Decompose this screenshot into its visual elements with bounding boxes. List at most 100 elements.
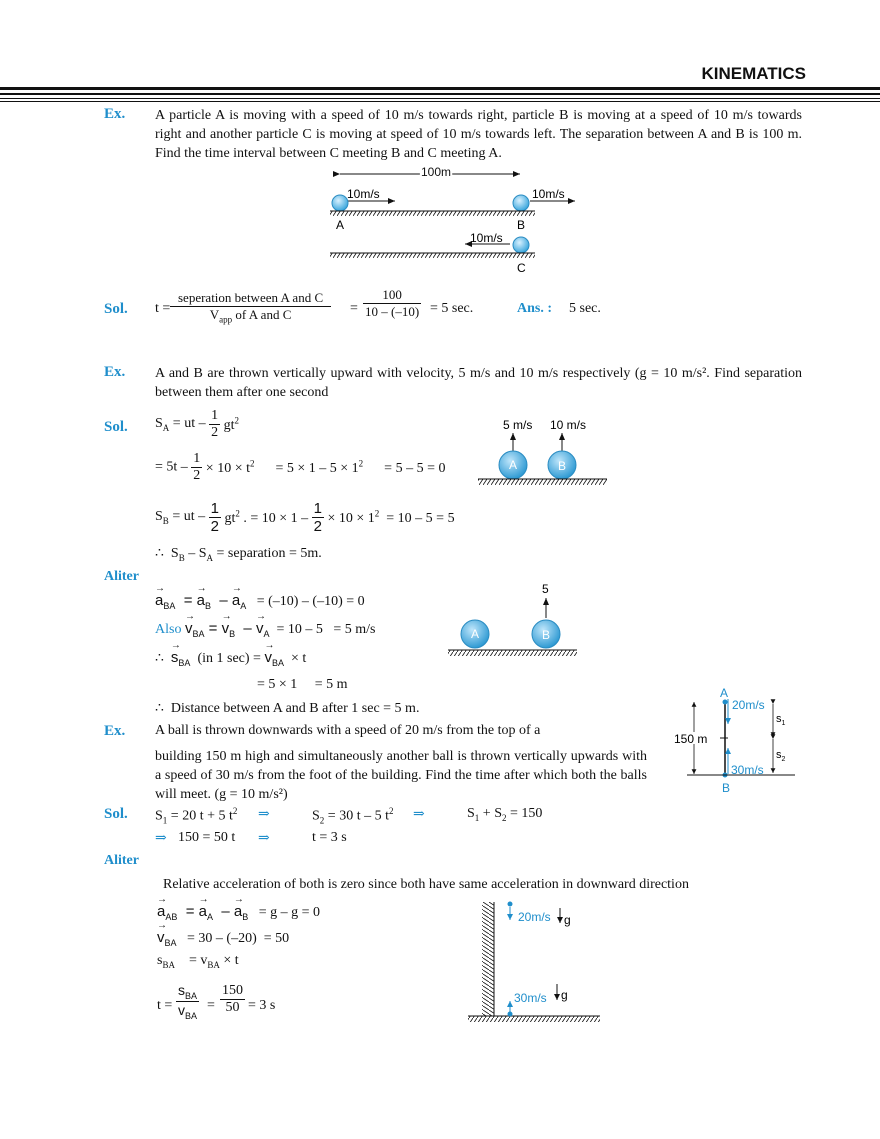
label-B: B (517, 218, 525, 232)
sol1-den-v: V (209, 307, 220, 322)
ex1-label: Ex. (104, 106, 126, 122)
sol2-l2b: × 10 × t2 = 5 × 1 – 5 × 12 = 5 – 5 = 0 (205, 458, 446, 476)
aliter1-l4: = 5 × 1 = 5 m (257, 677, 348, 692)
sol2-l3c: × 10 × 12 = 10 – 5 = 5 (327, 508, 455, 526)
half-num: 1 (209, 408, 221, 425)
s1-text: s (776, 713, 782, 725)
label-C: C (517, 261, 526, 275)
half-num: 1 (311, 500, 324, 518)
aliter2-res: = 3 s (248, 998, 276, 1013)
v-label: 5 (542, 582, 549, 596)
sol3-e5: t = 3 s (312, 830, 347, 845)
half-den: 2 (313, 518, 322, 535)
ex3-line1: A ball is thrown downwards with a speed … (155, 723, 541, 738)
ball-B (531, 619, 561, 649)
ball-A (460, 619, 490, 649)
vC-label: 10m/s (470, 231, 503, 245)
aliter1-line2: Also vBA = vB – vA = 10 – 5 = 5 m/s (155, 611, 376, 639)
label-B: B (542, 628, 550, 642)
sol1-den-rest: of A and C (232, 307, 292, 322)
sol1-den-sub: app (219, 314, 233, 325)
ex3-figure: A 20m/s 30m/s 150 m s1 s2 B (674, 686, 795, 795)
sol3-e4: 150 = 50 t (178, 830, 236, 845)
label-A: A (509, 458, 517, 472)
ex3-label: Ex. (104, 723, 126, 739)
sol1-label: Sol. (104, 301, 128, 317)
aliter1-l2: = 10 – 5 = 5 m/s (276, 622, 376, 637)
half-num: 1 (208, 500, 221, 518)
implies-arrow: ⇒ (413, 807, 425, 822)
sol2-l3a: SB = ut – (155, 509, 206, 526)
s1-label: s1 (776, 713, 786, 727)
g-label: g (564, 913, 571, 927)
implies-arrow: ⇒ (258, 807, 270, 822)
s2-text: s (776, 749, 782, 761)
label-A: A (720, 686, 728, 700)
half-num: 1 (191, 451, 203, 468)
aliter2-figure: 20m/s g 30m/s g (468, 901, 600, 1022)
aliter1-l5: ∴ Distance between A and B after 1 sec =… (155, 701, 420, 716)
g-label: g (561, 988, 568, 1002)
aliter1-l3b: × t (290, 651, 307, 666)
sol3-e1: S1 = 20 t + 5 t2 (155, 806, 238, 826)
sol2-l1b: gt2 (223, 415, 239, 433)
aliter2-num: 150 (220, 983, 245, 1000)
half-den: 2 (210, 518, 219, 535)
header-rule (0, 101, 880, 102)
label-A: A (471, 627, 479, 641)
distance-label: 100m (421, 165, 451, 179)
vA-label: 10m/s (347, 187, 380, 201)
sol2-l3b: gt2 . = 10 × 1 – (224, 508, 309, 526)
implies-arrow: ⇒ (155, 831, 167, 846)
sol2-l4: ∴ SB – SA = separation = 5m. (155, 546, 322, 563)
sol3-e2: S2 = 30 t – 5 t2 (312, 806, 394, 826)
ans-value: 5 sec. (569, 301, 601, 316)
header-rule (0, 98, 880, 99)
aliter1-l1: = (–10) – (–10) = 0 (256, 594, 365, 609)
sol1-t: t = (155, 301, 171, 316)
ball-C (512, 236, 530, 254)
sol1-numerator: seperation between A and C (170, 290, 332, 307)
aliter2-l3: sBA = vBA × t (157, 953, 239, 970)
ex2-text: A and B are thrown vertically upward wit… (155, 366, 802, 400)
implies-arrow: ⇒ (258, 831, 270, 846)
ans-label: Ans. : (517, 301, 553, 316)
aliter2-line1: aAB = aA – aB = g – g = 0 (157, 894, 320, 922)
aliter2-l1: = g – g = 0 (258, 905, 320, 920)
aliter2-den: 50 (225, 1000, 240, 1015)
ex2-label: Ex. (104, 364, 126, 380)
sol1-eq: = (350, 301, 358, 316)
header-rule (0, 93, 880, 95)
aliter1-l3: (in 1 sec) = (197, 651, 261, 666)
vB-label: 10m/s (532, 187, 565, 201)
sol1-num2: 100 (363, 287, 422, 304)
aliter2-eq: = (207, 998, 215, 1013)
sol1-fraction: seperation between A and C Vapp of A and… (170, 290, 332, 325)
label-B: B (722, 781, 730, 795)
sol2-label: Sol. (104, 419, 128, 435)
sol2-l1: SA = ut – (155, 416, 206, 433)
aliter2-label: Aliter (104, 853, 139, 868)
aliter2-intro: Relative acceleration of both is zero si… (163, 877, 689, 892)
vA-label: 5 m/s (503, 418, 532, 432)
aliter2-l2: = 30 – (–20) = 50 (187, 931, 290, 946)
half-den: 2 (211, 425, 219, 440)
ex3-text: building 150 m high and simultaneously a… (155, 749, 647, 802)
s2-label: s2 (776, 749, 786, 763)
sol3-e3: S1 + S2 = 150 (467, 806, 543, 823)
aliter2-t: t = (157, 998, 173, 1013)
sol1-fraction2: 100 10 – (–10) (363, 287, 422, 320)
ball-B (512, 194, 530, 212)
aliter1-figure: 5 A B (448, 582, 577, 656)
ex2-figure: 5 m/s 10 m/s A B (478, 418, 607, 485)
vB-label: 30m/s (731, 763, 764, 777)
aliter1-line3: ∴ sBA (in 1 sec) = vBA × t (155, 640, 307, 668)
also-label: Also (155, 622, 182, 637)
sol1-den2: 10 – (–10) (365, 304, 420, 319)
ball-A (331, 194, 349, 212)
height-label: 150 m (674, 732, 707, 746)
v2-label: 30m/s (514, 991, 547, 1005)
